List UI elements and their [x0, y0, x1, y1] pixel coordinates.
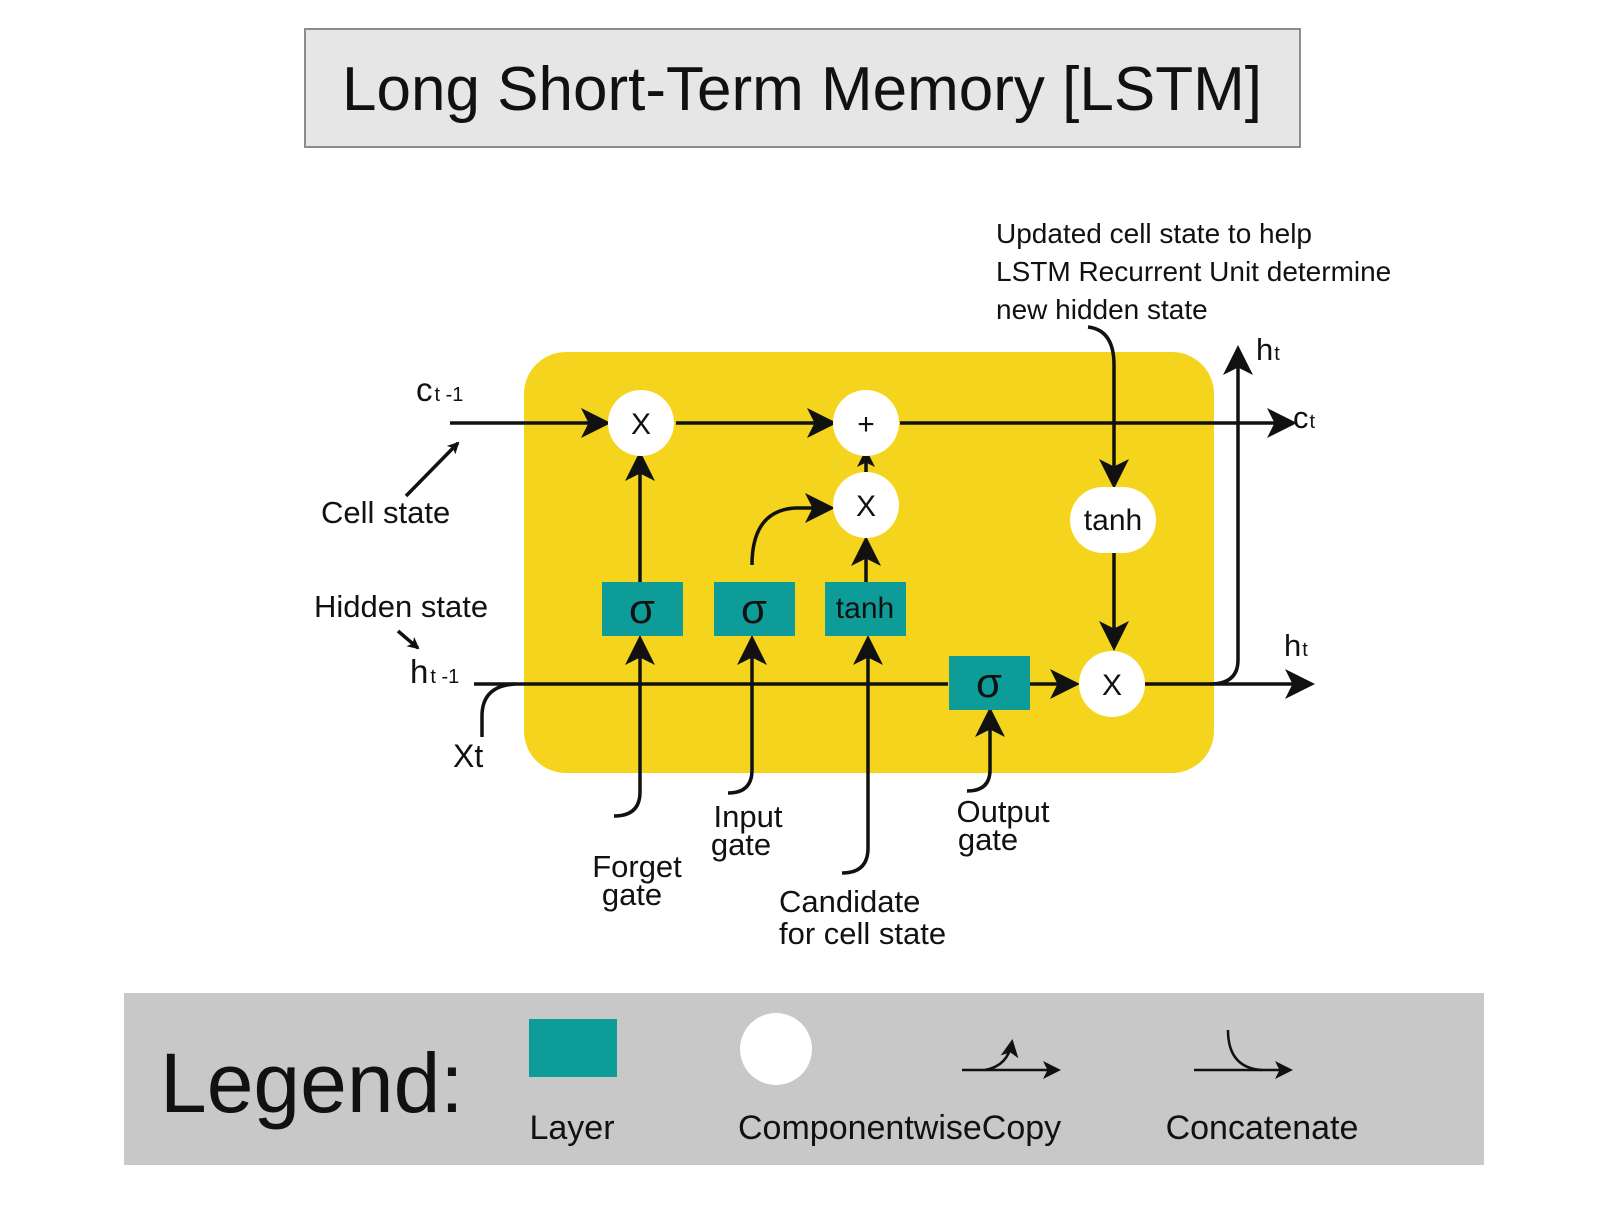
updated-cell-note-line-1: Updated cell state to help [996, 218, 1312, 249]
output-gate-label-line-2: gate [958, 822, 1018, 857]
legend-layer-label: Layer [529, 1109, 614, 1147]
input-multiply-label: X [856, 490, 876, 523]
hidden-state-label-arrow [396, 629, 420, 650]
layers: σ σ tanh σ [602, 582, 1030, 710]
forget-multiply-node [608, 390, 674, 456]
input-sigma-layer [714, 582, 795, 636]
updated-cell-note-line-3: new hidden state [996, 294, 1208, 325]
input-gate-label-line-1: Input [714, 799, 783, 834]
candidate-tanh-layer [825, 582, 906, 636]
input-gate-label-line-2: gate [711, 827, 771, 862]
c-out-label: ct [1293, 400, 1316, 435]
input-sigma-label: σ [741, 585, 767, 632]
input-multiply-node [833, 472, 899, 538]
forget-multiply-label: X [631, 408, 651, 441]
h-out-top-label: ht [1256, 332, 1280, 367]
candidate-tanh-label: tanh [836, 592, 894, 625]
forget-sigma-layer [602, 582, 683, 636]
page-title: Long Short-Term Memory [LSTM] [342, 55, 1262, 124]
x-input-concatenate-curve [480, 682, 516, 737]
cell-add-node [833, 390, 899, 456]
connectors [396, 325, 1315, 875]
candidate-label-line-1: Candidate [779, 884, 920, 919]
input-gate-input-arrow [727, 635, 767, 795]
updated-cell-note-arrow [1087, 325, 1129, 489]
hidden-state-up-arrow [1209, 345, 1253, 686]
output-sigma-label: σ [976, 659, 1002, 706]
cell-state-annotation: Cell state [321, 495, 450, 530]
output-gate-label-line-1: Output [956, 794, 1049, 829]
title-background [304, 28, 1301, 148]
output-multiply-node [1079, 651, 1145, 717]
cell-add-label: + [857, 408, 875, 441]
h-out-right-label: ht [1284, 628, 1308, 663]
legend-background [124, 993, 1484, 1165]
legend: Legend: Layer ComponentwiseCopy Concaten… [124, 993, 1484, 1165]
legend-layer-swatch [529, 1019, 617, 1077]
title-box: Long Short-Term Memory [LSTM] [304, 28, 1301, 148]
forget-gate-label-line-1: Forget [592, 849, 682, 884]
forget-gate-label-line-2: gate [602, 877, 662, 912]
output-multiply-label: X [1102, 669, 1122, 702]
legend-concatenate-label: Concatenate [1166, 1109, 1359, 1147]
output-gate-input-arrow [966, 707, 1005, 793]
legend-componentwise-swatch [740, 1013, 812, 1085]
x-input-label: Xt [453, 738, 483, 774]
cell-tanh-label: tanh [1084, 504, 1142, 537]
output-sigma-layer [949, 656, 1030, 710]
cell-state-label-arrow [404, 441, 460, 498]
candidate-input-arrow [841, 635, 883, 875]
legend-heading: Legend: [160, 1036, 464, 1130]
forget-sigma-label: σ [629, 585, 655, 632]
candidate-label-line-2: for cell state [779, 916, 946, 951]
hidden-state-annotation: Hidden state [314, 589, 488, 624]
legend-copy-icon [962, 1039, 1061, 1079]
forget-gate-input-arrow [613, 635, 655, 818]
cell-tanh-node [1070, 487, 1156, 553]
legend-componentwise-label: ComponentwiseCopy [738, 1109, 1061, 1147]
input-sigma-to-multiply-arrow [750, 493, 835, 566]
pointwise-nodes: X + X X tanh [608, 390, 1156, 717]
legend-concatenate-icon [1194, 1029, 1293, 1079]
annotations: Cell state Hidden state Updated cell sta… [314, 218, 1391, 951]
updated-cell-note-line-2: LSTM Recurrent Unit determine [996, 256, 1391, 287]
